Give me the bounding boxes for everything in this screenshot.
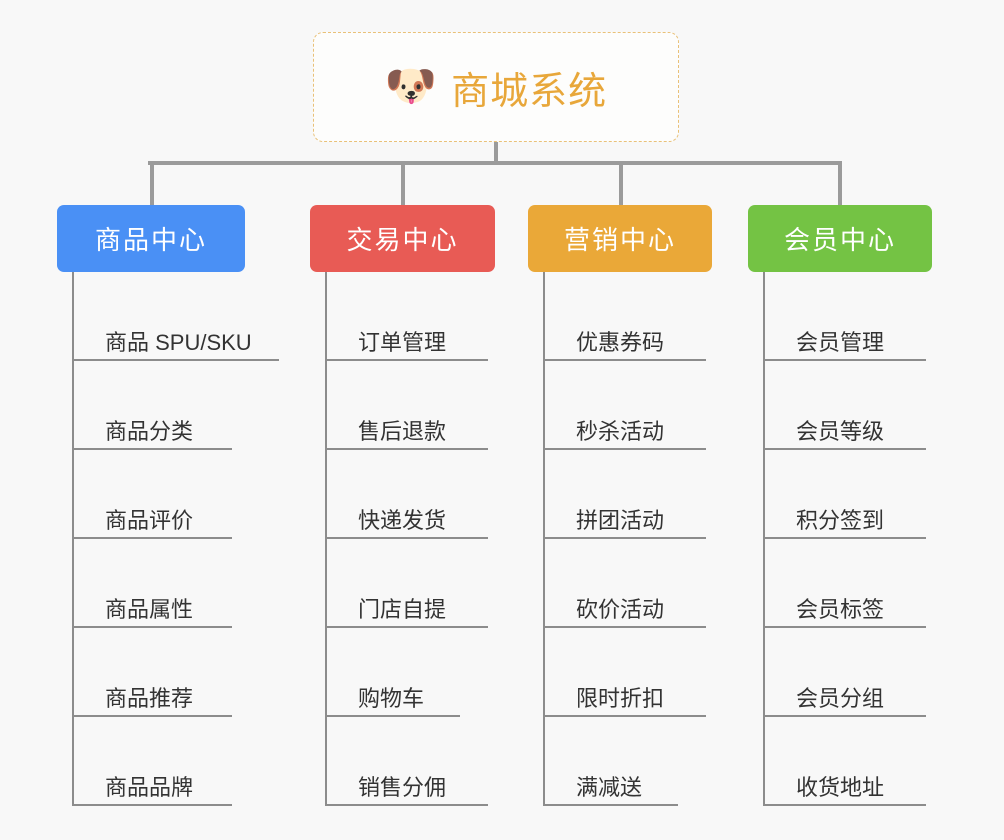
branch-column-2: 营销中心 优惠券码 秒杀活动 拼团活动 砍价活动 限时折扣 满减送: [528, 205, 712, 806]
category-title-1: 交易中心: [346, 225, 459, 255]
child-label: 购物车: [358, 686, 425, 711]
root-node[interactable]: 🐶 商城系统: [313, 32, 679, 142]
branch-column-3: 会员中心 会员管理 会员等级 积分签到 会员标签 会员分组 收货地址: [748, 205, 932, 806]
list-item[interactable]: 商品分类: [72, 361, 245, 450]
child-list-2: 优惠券码 秒杀活动 拼团活动 砍价活动 限时折扣 满减送: [543, 272, 712, 806]
connector-drop-2: [619, 161, 623, 205]
list-item[interactable]: 商品评价: [72, 450, 245, 539]
category-title-2: 营销中心: [563, 225, 676, 255]
list-item[interactable]: 优惠券码: [543, 272, 712, 361]
list-item[interactable]: 收货地址: [763, 717, 932, 806]
child-label: 优惠券码: [576, 330, 665, 355]
list-item[interactable]: 售后退款: [325, 361, 495, 450]
child-label: 商品属性: [105, 597, 194, 622]
list-item[interactable]: 销售分佣: [325, 717, 495, 806]
list-item[interactable]: 购物车: [325, 628, 495, 717]
branch-column-1: 交易中心 订单管理 售后退款 快递发货 门店自提 购物车 销售分佣: [310, 205, 495, 806]
list-item[interactable]: 会员管理: [763, 272, 932, 361]
dog-face-icon: 🐶: [384, 62, 438, 109]
child-list-0: 商品 SPU/SKU 商品分类 商品评价 商品属性 商品推荐 商品品牌: [72, 272, 279, 806]
child-list-1: 订单管理 售后退款 快递发货 门店自提 购物车 销售分佣: [325, 272, 495, 806]
child-label: 秒杀活动: [576, 419, 665, 444]
list-item[interactable]: 拼团活动: [543, 450, 712, 539]
category-header-3[interactable]: 会员中心: [748, 205, 932, 272]
child-list-3: 会员管理 会员等级 积分签到 会员标签 会员分组 收货地址: [763, 272, 932, 806]
child-label: 商品推荐: [105, 686, 194, 711]
child-label: 售后退款: [358, 419, 447, 444]
list-item[interactable]: 商品推荐: [72, 628, 245, 717]
list-item[interactable]: 会员等级: [763, 361, 932, 450]
list-item[interactable]: 秒杀活动: [543, 361, 712, 450]
list-item[interactable]: 快递发货: [325, 450, 495, 539]
root-title: 商城系统: [451, 70, 608, 113]
connector-horizontal-bus: [148, 161, 842, 165]
list-item[interactable]: 积分签到: [763, 450, 932, 539]
child-label: 满减送: [576, 775, 643, 800]
connector-drop-1: [401, 161, 405, 205]
category-title-0: 商品中心: [94, 225, 207, 255]
list-item[interactable]: 订单管理: [325, 272, 495, 361]
list-item[interactable]: 会员标签: [763, 539, 932, 628]
category-header-1[interactable]: 交易中心: [310, 205, 495, 272]
list-item[interactable]: 商品品牌: [72, 717, 245, 806]
child-label: 会员管理: [796, 330, 885, 355]
connector-drop-3: [838, 161, 842, 205]
branch-column-0: 商品中心 商品 SPU/SKU 商品分类 商品评价 商品属性 商品推荐 商品品牌: [57, 205, 279, 806]
child-label: 商品 SPU/SKU: [105, 330, 252, 355]
child-label: 商品品牌: [105, 775, 194, 800]
category-header-0[interactable]: 商品中心: [57, 205, 245, 272]
child-label: 会员标签: [796, 597, 885, 622]
child-label: 订单管理: [358, 330, 447, 355]
child-label: 会员等级: [796, 419, 885, 444]
list-item[interactable]: 商品 SPU/SKU: [72, 272, 279, 361]
child-label: 限时折扣: [576, 686, 665, 711]
connector-root-stem: [494, 142, 498, 164]
child-label: 会员分组: [796, 686, 885, 711]
list-item[interactable]: 砍价活动: [543, 539, 712, 628]
child-label: 销售分佣: [358, 775, 447, 800]
child-label: 门店自提: [358, 597, 447, 622]
child-label: 拼团活动: [576, 508, 665, 533]
child-label: 收货地址: [796, 775, 885, 800]
child-label: 砍价活动: [576, 597, 665, 622]
list-item[interactable]: 满减送: [543, 717, 712, 806]
child-label: 快递发货: [358, 508, 447, 533]
child-label: 积分签到: [796, 508, 885, 533]
list-item[interactable]: 门店自提: [325, 539, 495, 628]
list-item[interactable]: 商品属性: [72, 539, 245, 628]
list-item[interactable]: 限时折扣: [543, 628, 712, 717]
child-label: 商品评价: [105, 508, 194, 533]
child-label: 商品分类: [105, 419, 194, 444]
connector-drop-0: [150, 161, 154, 205]
list-item[interactable]: 会员分组: [763, 628, 932, 717]
category-header-2[interactable]: 营销中心: [528, 205, 712, 272]
category-title-3: 会员中心: [783, 225, 896, 255]
